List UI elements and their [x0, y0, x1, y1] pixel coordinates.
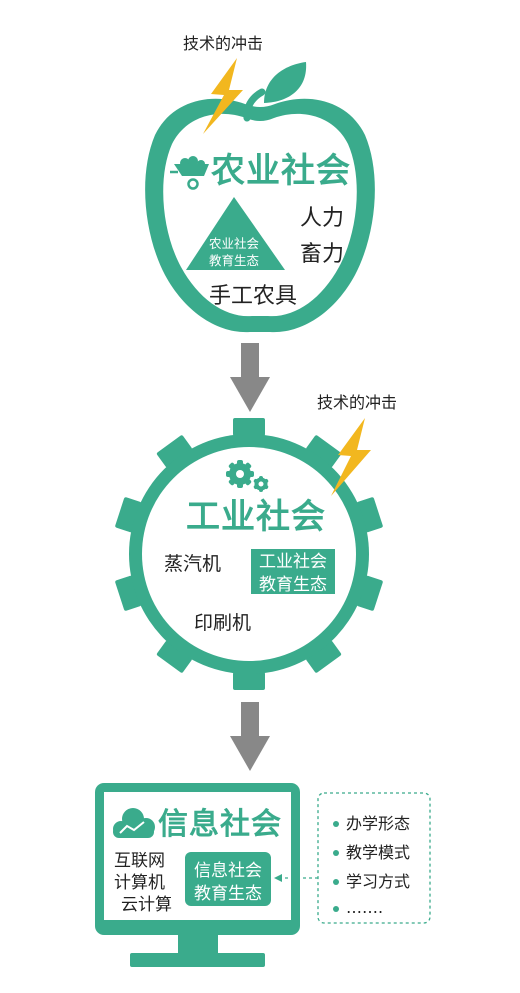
agri-item-2: 畜力: [300, 242, 345, 267]
industry-eco-label: 工业社会 教育生态: [253, 551, 333, 597]
agri-item-3: 手工农具: [209, 284, 298, 309]
connector-arrowhead: [274, 874, 282, 882]
industry-item-1: 蒸汽机: [164, 553, 222, 575]
info-item-3: 云计算: [121, 895, 172, 915]
arrow-down-2: [230, 702, 270, 771]
industry-eco-line-1: 工业社会: [259, 552, 327, 572]
agri-item-1: 人力: [300, 206, 345, 231]
info-item-2: 计算机: [114, 873, 165, 893]
agri-eco-triangle: [186, 197, 285, 270]
industry-eco-box: [251, 549, 335, 594]
gear-tooth: [156, 435, 192, 468]
info-eco-line-2: 教育生态: [194, 883, 262, 904]
gear-tooth: [156, 640, 192, 673]
agri-impact-label: 技术的冲击: [183, 34, 264, 53]
gear-tooth: [306, 640, 342, 673]
apple-shape: [145, 98, 375, 333]
industry-impact-label: 技术的冲击: [317, 393, 398, 412]
gear-tooth: [306, 435, 342, 468]
gear-shape: [115, 418, 383, 690]
lightning-icon-2: [331, 418, 371, 496]
apple-leaf: [264, 62, 307, 103]
agri-eco-label: 农业社会 教育生态: [203, 236, 265, 270]
bullet-dot-4: [333, 906, 339, 912]
aspect-item-4: …….: [346, 898, 384, 917]
aspects-box: [317, 792, 431, 924]
info-item-1: 互联网: [114, 851, 165, 871]
gears-icon: [226, 460, 269, 492]
industry-eco-line-2: 教育生态: [259, 574, 327, 595]
agri-eco-line-2: 教育生态: [208, 252, 259, 268]
agri-title: 农业社会: [211, 151, 351, 191]
industry-item-2: 印刷机: [194, 612, 252, 634]
gear-tooth: [233, 418, 265, 436]
apple-stem: [243, 88, 266, 122]
bullet-dot-1: [333, 821, 339, 827]
info-eco-line-1: 信息社会: [194, 861, 262, 881]
arrow-down-1: [230, 343, 270, 412]
gear-tooth: [233, 672, 265, 690]
aspect-item-3: 学习方式: [346, 872, 411, 891]
lightning-icon-1: [203, 58, 243, 134]
info-eco-box: [185, 852, 271, 906]
info-title: 信息社会: [158, 807, 282, 842]
agri-eco-line-1: 农业社会: [208, 236, 259, 251]
info-eco-label: 信息社会 教育生态: [187, 860, 269, 906]
cloud-icon: [113, 808, 155, 838]
wheelbarrow-icon: [170, 156, 209, 190]
industry-title: 工业社会: [186, 497, 326, 537]
aspect-item-2: 教学模式: [346, 843, 411, 862]
bullet-dot-3: [333, 879, 339, 885]
aspect-item-1: 办学形态: [346, 814, 411, 833]
bullet-dot-2: [333, 850, 339, 856]
